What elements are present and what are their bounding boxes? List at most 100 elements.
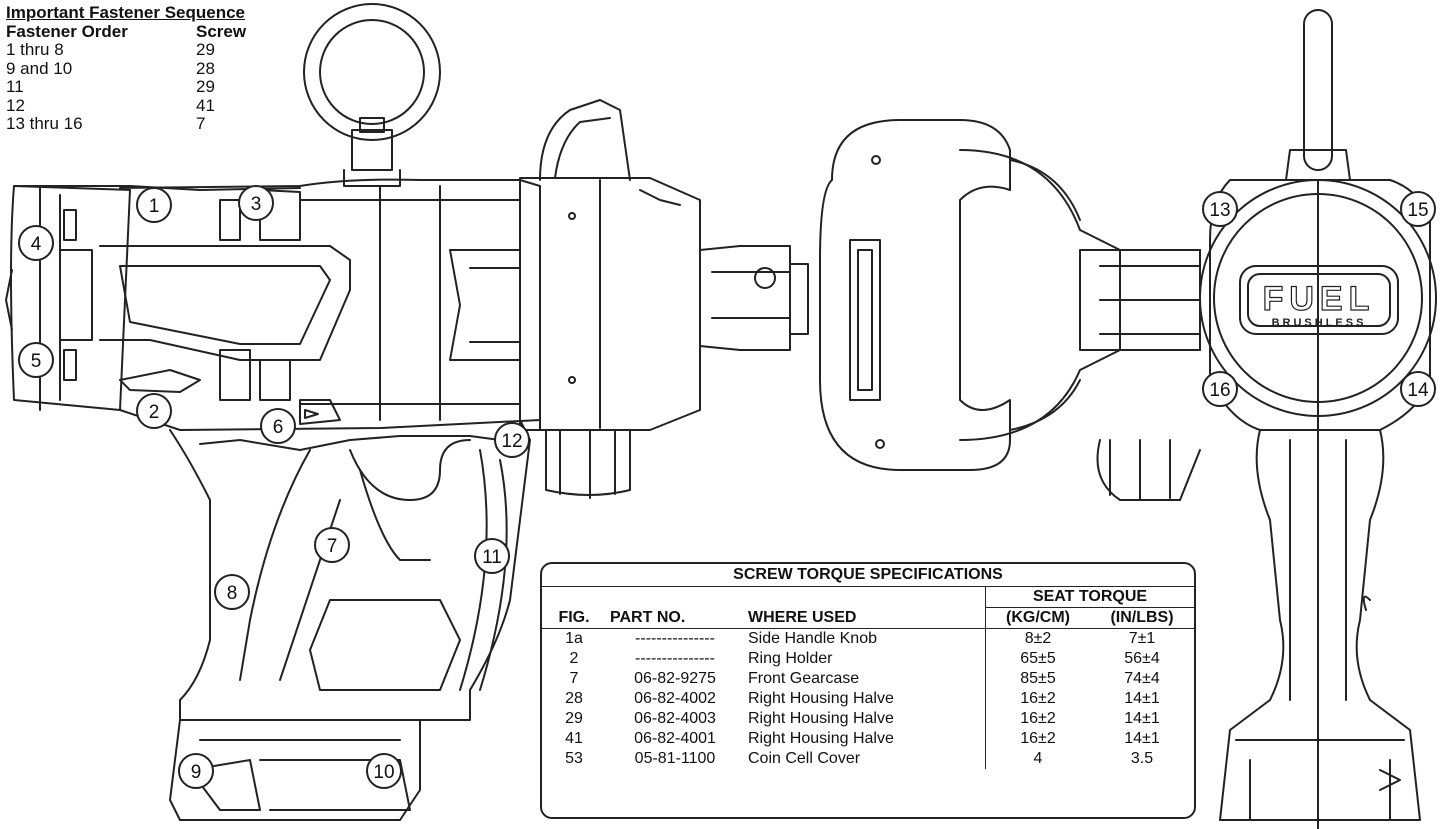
callout-label-1: 1 bbox=[149, 196, 160, 217]
sequence-order: 11 bbox=[6, 77, 24, 96]
callout-label-10: 10 bbox=[373, 762, 394, 783]
callout-label-13: 13 bbox=[1209, 200, 1230, 221]
callout-label-14: 14 bbox=[1407, 380, 1429, 401]
callout-label-7: 7 bbox=[327, 536, 338, 557]
side-handle-view bbox=[819, 119, 1201, 501]
callout-label-8: 8 bbox=[227, 583, 238, 604]
cell-kgcm: 16±2 bbox=[985, 709, 1090, 729]
table-row: 53 05-81-1100 Coin Cell Cover 4 3.5 bbox=[542, 749, 1194, 769]
cell-where-used: Coin Cell Cover bbox=[748, 750, 861, 767]
table-row: 9 and 10 28 bbox=[6, 58, 246, 79]
sequence-screw: 29 bbox=[196, 40, 215, 59]
callout-label-2: 2 bbox=[149, 402, 160, 423]
callout-7 bbox=[314, 527, 350, 563]
cell-fig: 53 bbox=[565, 750, 583, 767]
callout-label-4: 4 bbox=[31, 234, 42, 255]
cell-where-used: Right Housing Halve bbox=[748, 690, 894, 707]
sequence-table: Fastener Order Screw 1 thru 8 29 9 and 10… bbox=[6, 21, 247, 134]
header-where-used: WHERE USED bbox=[744, 607, 986, 629]
callout-5 bbox=[18, 342, 54, 378]
cell-where-used: Side Handle Knob bbox=[748, 630, 877, 647]
callout-16 bbox=[1202, 371, 1238, 407]
sequence-order: 13 thru 16 bbox=[6, 114, 83, 133]
sequence-header-screw: Screw bbox=[196, 21, 247, 41]
callout-8 bbox=[214, 574, 250, 610]
cell-kgcm: 4 bbox=[985, 749, 1090, 769]
callout-11 bbox=[474, 538, 510, 574]
sequence-screw: 28 bbox=[196, 58, 215, 78]
cell-part-no: 06-82-4001 bbox=[634, 730, 716, 747]
sequence-order: 9 and 10 bbox=[6, 58, 73, 78]
callout-label-12: 12 bbox=[501, 431, 522, 452]
torque-spec-table: SCREW TORQUE SPECIFICATIONS SEAT TORQUE … bbox=[540, 562, 1196, 819]
cell-fig: 1a bbox=[565, 630, 583, 647]
callout-label-9: 9 bbox=[191, 762, 202, 783]
table-row: 28 06-82-4002 Right Housing Halve 16±2 1… bbox=[542, 689, 1194, 709]
callout-15 bbox=[1400, 191, 1436, 227]
callout-label-11: 11 bbox=[482, 547, 502, 568]
sequence-header-order: Fastener Order bbox=[6, 21, 128, 41]
callout-4 bbox=[18, 225, 54, 261]
cell-kgcm: 85±5 bbox=[985, 669, 1090, 689]
sequence-order: 12 bbox=[6, 95, 25, 115]
callout-label-15: 15 bbox=[1407, 200, 1428, 221]
header-fig: FIG. bbox=[542, 607, 606, 629]
cell-inlbs: 14±1 bbox=[1124, 730, 1160, 747]
callout-1 bbox=[136, 187, 172, 223]
sequence-title: Important Fastener Sequence bbox=[6, 3, 246, 22]
header-part-no: PART NO. bbox=[606, 607, 744, 629]
cell-fig: 29 bbox=[565, 710, 583, 727]
cell-part-no: --------------- bbox=[635, 630, 715, 647]
cell-part-no: 06-82-9275 bbox=[634, 670, 716, 687]
table-row: 1a --------------- Side Handle Knob 8±2 … bbox=[542, 628, 1194, 649]
fuel-logo: FUEL bbox=[1263, 280, 1376, 318]
cell-inlbs: 7±1 bbox=[1128, 630, 1156, 647]
cell-where-used: Front Gearcase bbox=[748, 670, 860, 687]
cell-inlbs: 74±4 bbox=[1124, 670, 1160, 687]
cell-kgcm: 16±2 bbox=[985, 689, 1090, 709]
callout-14 bbox=[1400, 371, 1436, 407]
fastener-sequence: Important Fastener Sequence Fastener Ord… bbox=[6, 3, 247, 134]
cell-inlbs: 56±4 bbox=[1124, 650, 1160, 667]
header-inlbs: (IN/LBS) bbox=[1090, 607, 1194, 629]
table-row: 2 --------------- Ring Holder 65±5 56±4 bbox=[542, 649, 1194, 669]
header-kgcm: (KG/CM) bbox=[985, 607, 1090, 629]
brushless-logo: BRUSHLESS bbox=[1272, 317, 1367, 329]
table-row: 12 41 bbox=[6, 95, 246, 116]
table-row: 41 06-82-4001 Right Housing Halve 16±2 1… bbox=[542, 729, 1194, 749]
cell-fig: 28 bbox=[565, 690, 583, 707]
sequence-screw: 41 bbox=[196, 95, 215, 115]
cell-where-used: Ring Holder bbox=[748, 650, 833, 667]
side-view-tool bbox=[5, 3, 809, 821]
callout-13 bbox=[1202, 191, 1238, 227]
callout-3 bbox=[238, 185, 274, 221]
cell-fig: 2 bbox=[569, 650, 579, 667]
cell-part-no: 06-82-4002 bbox=[634, 690, 716, 707]
cell-part-no: 06-82-4003 bbox=[634, 710, 716, 727]
callout-9 bbox=[178, 753, 214, 789]
front-view-tool bbox=[1199, 9, 1437, 829]
cell-fig: 7 bbox=[569, 670, 579, 687]
callout-6 bbox=[260, 408, 296, 444]
cell-where-used: Right Housing Halve bbox=[748, 710, 894, 727]
cell-inlbs: 14±1 bbox=[1124, 690, 1160, 707]
cell-kgcm: 8±2 bbox=[985, 628, 1090, 649]
table-row: 7 06-82-9275 Front Gearcase 85±5 74±4 bbox=[542, 669, 1194, 689]
callout-2 bbox=[136, 393, 172, 429]
cell-inlbs: 14±1 bbox=[1124, 710, 1160, 727]
cell-where-used: Right Housing Halve bbox=[748, 730, 894, 747]
cell-part-no: 05-81-1100 bbox=[634, 750, 716, 767]
cell-inlbs: 3.5 bbox=[1130, 750, 1154, 767]
cell-fig: 41 bbox=[565, 730, 583, 747]
cell-part-no: --------------- bbox=[635, 650, 715, 667]
table-row: 29 06-82-4003 Right Housing Halve 16±2 1… bbox=[542, 709, 1194, 729]
callout-label-16: 16 bbox=[1209, 380, 1230, 401]
sequence-order: 1 thru 8 bbox=[6, 40, 64, 59]
seat-torque-header: SEAT TORQUE bbox=[985, 586, 1194, 608]
cell-kgcm: 16±2 bbox=[985, 729, 1090, 749]
table-row: 1 thru 8 29 bbox=[6, 40, 246, 60]
cell-kgcm: 65±5 bbox=[985, 649, 1090, 669]
